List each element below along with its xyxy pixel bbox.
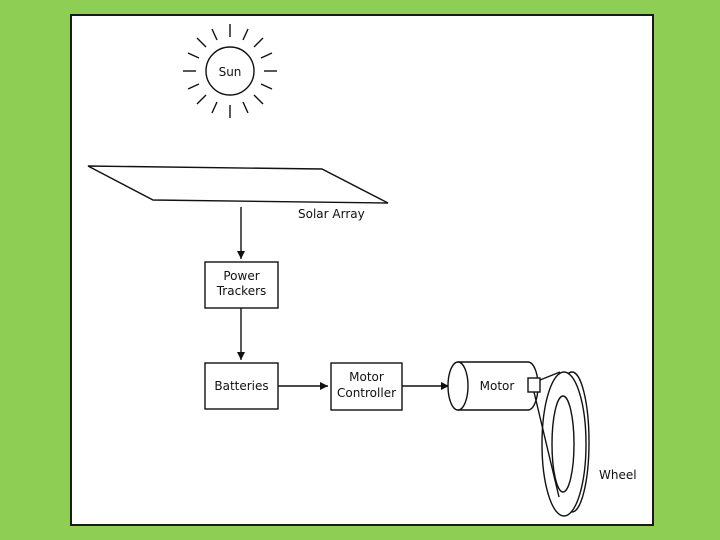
motor-controller-label-line2: Controller [337,386,396,400]
batteries-label: Batteries [214,379,268,393]
motor-controller-box [330,362,403,411]
motor-shaft [527,377,541,393]
sun-label: Sun [219,65,242,79]
batteries-box [204,362,279,410]
wheel-label: Wheel [599,468,637,482]
motor-cylinder [447,361,541,411]
sun-circle [205,46,255,96]
power-trackers-box [204,261,279,309]
solar-array-label: Solar Array [298,207,365,221]
solar-array-panel [87,165,389,204]
belt-top [539,371,561,381]
wheel-front-rim [541,371,587,517]
wheel-icon [533,371,590,517]
power-trackers-label-line1: Power [223,269,259,283]
motor-controller-label-line1: Motor [349,370,384,384]
sun-rays [183,24,277,118]
belt-bottom [533,391,560,498]
wheel-hub [551,395,575,493]
power-trackers-label-line2: Trackers [216,284,267,298]
sun-icon: Sun [183,24,277,118]
motor-label: Motor [480,379,515,393]
